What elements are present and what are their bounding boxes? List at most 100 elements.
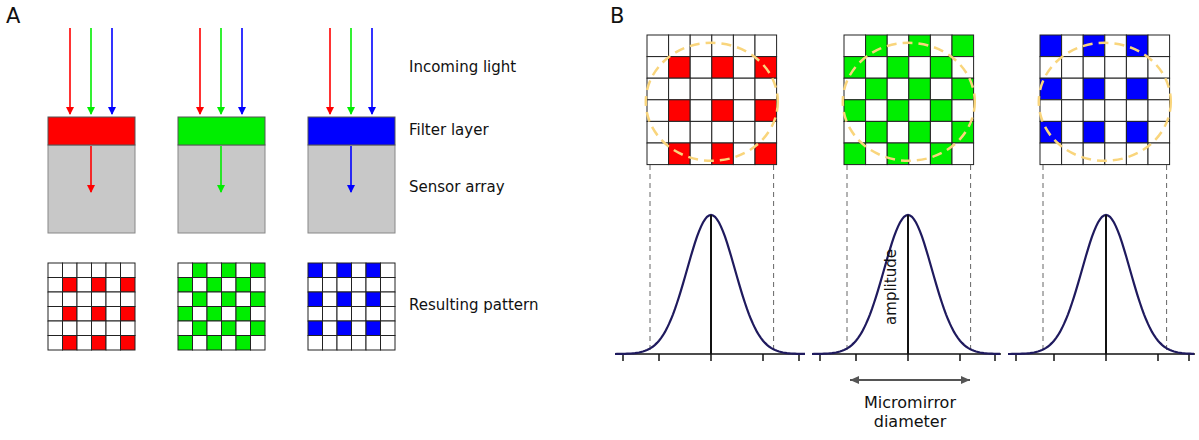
- pixel-cell: [887, 78, 909, 100]
- pixel-cell: [193, 307, 208, 322]
- pixel-cell: [366, 336, 381, 351]
- pixel-cell: [251, 263, 266, 278]
- pixel-cell: [733, 121, 755, 143]
- pixel-cell: [236, 321, 251, 336]
- pixel-cell: [352, 263, 367, 278]
- pixel-cell: [207, 263, 222, 278]
- pixel-cell: [77, 263, 92, 278]
- pixel-cell: [381, 321, 396, 336]
- pixel-cell: [1105, 100, 1127, 122]
- pixel-cell: [930, 100, 952, 122]
- pixel-cell: [207, 292, 222, 307]
- pixel-cell: [251, 336, 266, 351]
- light-ray: [111, 28, 113, 114]
- pixel-cell: [866, 57, 888, 79]
- guide-line: [773, 165, 774, 354]
- guide-line: [1043, 165, 1044, 354]
- pixel-cell: [733, 57, 755, 79]
- pixel-cell: [323, 292, 338, 307]
- pixel-cell: [48, 278, 63, 293]
- pixel-cell: [323, 307, 338, 322]
- filter-layer: [178, 117, 265, 145]
- pixel-cell: [844, 35, 866, 57]
- pixel-cell: [1126, 100, 1148, 122]
- pixel-cell: [352, 336, 367, 351]
- row-label: Incoming light: [409, 58, 516, 76]
- pixel-cell: [1062, 121, 1084, 143]
- pixel-cell: [63, 307, 78, 322]
- center-line: [710, 215, 712, 354]
- pixel-cell: [63, 336, 78, 351]
- pixel-cell: [352, 278, 367, 293]
- pixel-cell: [669, 78, 691, 100]
- pixel-cell: [381, 278, 396, 293]
- axis-tick: [622, 354, 624, 361]
- pixel-cell: [337, 278, 352, 293]
- pixel-cell: [48, 292, 63, 307]
- pixel-cell: [222, 321, 237, 336]
- pixel-cell: [337, 263, 352, 278]
- axis-tick: [994, 354, 996, 361]
- pixel-cell: [121, 336, 136, 351]
- pixel-cell: [909, 143, 931, 165]
- light-ray: [329, 28, 331, 114]
- pixel-cell: [930, 57, 952, 79]
- pixel-cell: [222, 307, 237, 322]
- pixel-cell: [844, 121, 866, 143]
- guide-line: [847, 165, 848, 354]
- pixel-cell: [178, 321, 193, 336]
- pixel-cell: [866, 35, 888, 57]
- pixel-cell: [866, 121, 888, 143]
- pixel-cell: [1105, 78, 1127, 100]
- pixel-cell: [106, 292, 121, 307]
- guide-line: [1166, 165, 1167, 354]
- pixel-cell: [207, 336, 222, 351]
- pixel-cell: [755, 100, 777, 122]
- pixel-cell: [63, 278, 78, 293]
- micromirror-outline: [1039, 43, 1171, 161]
- pixel-cell: [236, 307, 251, 322]
- pixel-cell: [193, 263, 208, 278]
- pixel-cell: [930, 121, 952, 143]
- pixel-cell: [308, 307, 323, 322]
- pixel-cell: [1126, 121, 1148, 143]
- pixel-cell: [106, 307, 121, 322]
- pixel-cell: [887, 121, 909, 143]
- pixel-cell: [308, 278, 323, 293]
- pixel-cell: [178, 263, 193, 278]
- axis-tick: [1188, 354, 1190, 361]
- pixel-cell: [222, 336, 237, 351]
- row-label: Filter layer: [409, 121, 489, 139]
- pixel-cell: [952, 35, 974, 57]
- pixel-cell: [733, 78, 755, 100]
- pixel-cell: [909, 121, 931, 143]
- pixel-cell: [366, 292, 381, 307]
- sensor-array: [308, 145, 395, 233]
- pixel-cell: [48, 307, 63, 322]
- pixel-cell: [647, 121, 669, 143]
- pixel-cell: [1083, 78, 1105, 100]
- pixel-cell: [193, 292, 208, 307]
- pixel-cell: [712, 121, 734, 143]
- pixel-cell: [669, 35, 691, 57]
- pixel-cell: [207, 307, 222, 322]
- pixel-cell: [337, 307, 352, 322]
- pixel-cell: [178, 292, 193, 307]
- pixel-cell: [63, 321, 78, 336]
- light-ray: [199, 28, 201, 114]
- axis-tick: [1015, 354, 1017, 361]
- light-ray: [90, 28, 92, 114]
- pixel-cell: [1126, 35, 1148, 57]
- pixel-cell: [92, 292, 107, 307]
- pixel-cell: [207, 321, 222, 336]
- dimension-label: Micromirror diameter: [850, 393, 970, 431]
- pixel-cell: [77, 292, 92, 307]
- pixel-cell: [712, 143, 734, 165]
- pixel-cell: [323, 321, 338, 336]
- pixel-cell: [909, 100, 931, 122]
- pixel-cell: [106, 336, 121, 351]
- pixel-cell: [930, 35, 952, 57]
- light-ray: [220, 28, 222, 114]
- pixel-cell: [381, 307, 396, 322]
- pixel-cell: [308, 336, 323, 351]
